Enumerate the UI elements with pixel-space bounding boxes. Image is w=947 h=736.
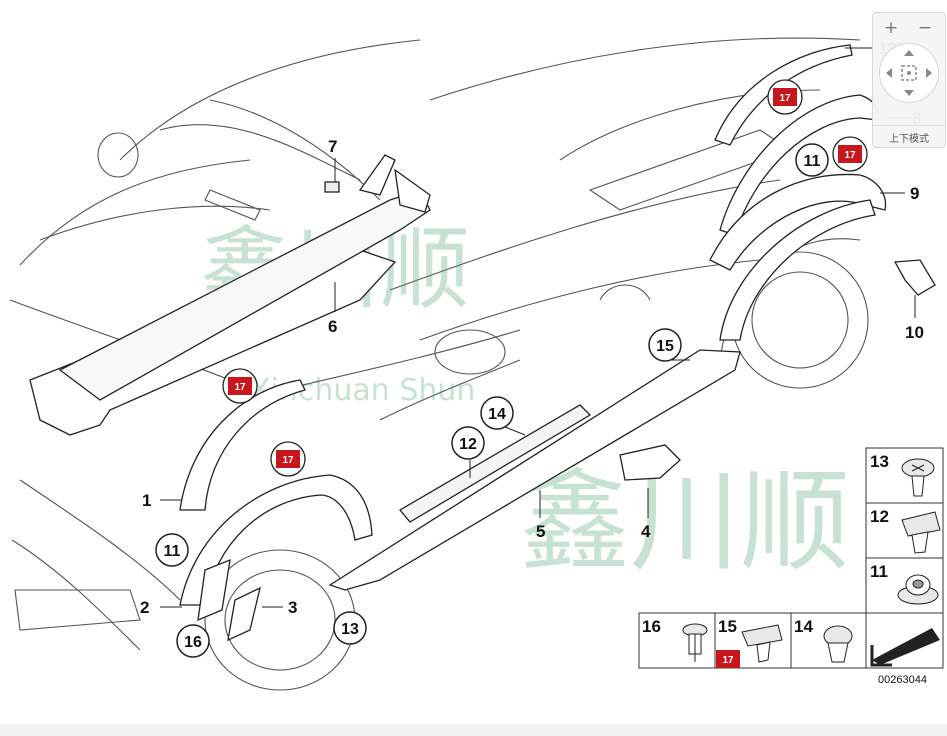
grommet-11-icon <box>897 574 939 605</box>
bottom-bar <box>0 724 947 736</box>
svg-text:17: 17 <box>779 93 791 104</box>
rear-arch-trims <box>709 44 936 341</box>
legend-12: 12 <box>870 507 889 526</box>
label-5: 5 <box>536 522 545 541</box>
clip-12-icon <box>901 511 941 554</box>
circled-labels: 11 16 13 12 14 15 11 <box>155 143 829 658</box>
svg-text:11: 11 <box>164 543 181 560</box>
red-badge-17: 17 <box>222 368 258 404</box>
front-arch-trims <box>179 379 373 642</box>
side-skirt-part <box>328 349 741 591</box>
svg-text:17: 17 <box>722 655 734 666</box>
legend-13: 13 <box>870 452 889 471</box>
legend-red-badge-17: 17 <box>716 650 740 668</box>
label-9: 9 <box>910 184 919 203</box>
svg-text:13: 13 <box>341 621 359 638</box>
svg-text:15: 15 <box>656 338 674 355</box>
svg-text:16: 16 <box>184 634 202 651</box>
legend-14: 14 <box>794 617 813 636</box>
sill-support-part <box>29 154 431 436</box>
clip-14-icon <box>823 625 853 663</box>
label-7: 7 <box>328 137 337 156</box>
pan-arrows-icon <box>886 50 932 96</box>
pan-control[interactable] <box>879 43 939 103</box>
svg-text:11: 11 <box>804 153 821 170</box>
red-badge-17: 17 <box>270 441 306 477</box>
legend-15: 15 <box>718 617 737 636</box>
label-1: 1 <box>142 491 151 510</box>
circled-label-11-rear: 11 <box>795 143 829 177</box>
clip-15-icon <box>741 624 783 663</box>
circled-label-11-front: 11 <box>155 533 189 567</box>
circled-label-15: 15 <box>648 328 682 362</box>
legend-16: 16 <box>642 617 661 636</box>
svg-text:17: 17 <box>234 382 246 393</box>
circled-label-12: 12 <box>451 426 485 460</box>
fastener-legend: 13 12 11 16 15 14 <box>638 447 944 686</box>
clip-13-icon <box>901 458 935 497</box>
view-mode-label[interactable]: 上下模式 <box>873 125 945 145</box>
label-2: 2 <box>140 598 149 617</box>
leader-lines <box>160 47 916 608</box>
red-badges: 17 17 17 17 <box>222 79 868 477</box>
svg-text:鑫川顺: 鑫川顺 <box>520 458 850 586</box>
svg-text:12: 12 <box>459 436 477 453</box>
red-badge-17: 17 <box>832 136 868 172</box>
arrow-icon <box>870 616 940 667</box>
label-3: 3 <box>288 598 297 617</box>
diagram-code: 00263044 <box>878 674 927 686</box>
label-6: 6 <box>328 317 337 336</box>
rivet-16-icon <box>682 623 708 662</box>
svg-text:14: 14 <box>488 406 506 423</box>
circled-label-16: 16 <box>176 624 210 658</box>
svg-text:17: 17 <box>282 455 294 466</box>
zoom-out-button[interactable]: − <box>917 18 933 38</box>
map-control-panel: + − 上下模式 <box>872 12 946 148</box>
circled-label-13: 13 <box>333 611 367 645</box>
legend-11: 11 <box>870 562 888 581</box>
label-10: 10 <box>905 323 924 342</box>
svg-text:17: 17 <box>844 150 856 161</box>
red-badge-17: 17 <box>767 79 803 115</box>
circled-label-14: 14 <box>480 396 514 430</box>
label-4: 4 <box>641 522 651 541</box>
zoom-in-button[interactable]: + <box>883 18 899 38</box>
